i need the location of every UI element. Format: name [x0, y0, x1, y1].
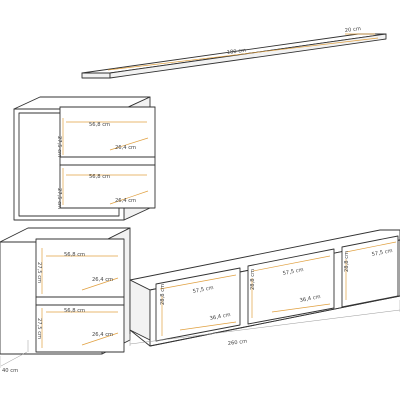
shelf-length-label: 180 cm [227, 48, 247, 56]
floor-cab-depth-top: 26,4 cm [92, 277, 113, 283]
tv-total-width: 260 cm [228, 339, 248, 347]
tv-comp2-depth: 36,4 cm [299, 294, 321, 304]
wall-cab-height-top: 27,5 cm [56, 136, 62, 157]
floor-cab-width-bottom: 56,8 cm [64, 308, 85, 314]
tv-comp1-depth: 36,4 cm [209, 312, 231, 322]
floor-cab-width-top: 56,8 cm [64, 252, 85, 258]
wall-cab-width-bottom: 56,8 cm [89, 174, 110, 180]
tv-comp3-width: 57,5 cm [371, 248, 393, 258]
floor-cabinet [0, 227, 131, 368]
wall-cab-height-bottom: 27,5 cm [56, 188, 62, 209]
floor-cab-height-top: 27,5 cm [36, 262, 42, 283]
floor-cab-depth-bottom: 26,4 cm [92, 332, 113, 338]
wall-cab-depth-top: 26,4 cm [115, 145, 136, 151]
wall-cab-depth-bottom: 26,4 cm [115, 198, 136, 204]
wall-cabinet [13, 96, 156, 221]
wall-cab-width-top: 56,8 cm [89, 122, 110, 128]
tv-cabinet [129, 229, 400, 347]
shelf-depth-label: 20 cm [345, 26, 362, 34]
floor-cab-side-depth: 40 cm [2, 368, 18, 374]
tv-comp2-height: 28,8 cm [250, 269, 256, 290]
tv-comp3-height: 28,8 cm [344, 251, 350, 272]
wall-shelf [81, 33, 387, 79]
tv-comp2-width: 57,5 cm [282, 267, 304, 277]
tv-comp1-width: 57,5 cm [192, 285, 214, 295]
tv-comp1-height: 28,8 cm [160, 284, 166, 305]
floor-cab-height-bottom: 27,5 cm [36, 318, 42, 339]
